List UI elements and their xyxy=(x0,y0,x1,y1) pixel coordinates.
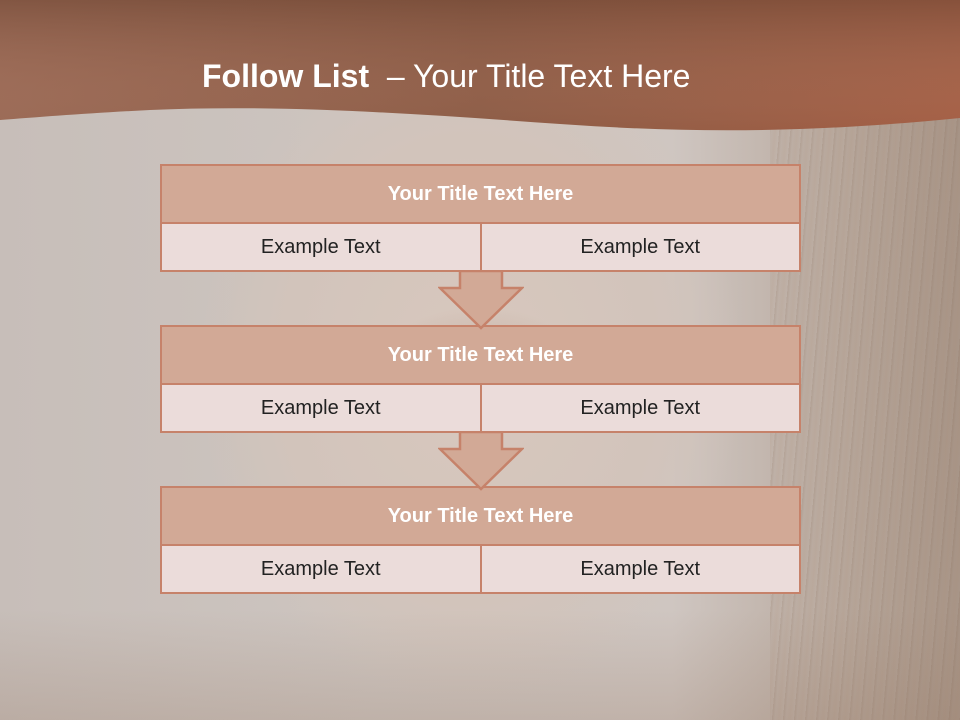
slide-title: Follow List – Your Title Text Here xyxy=(202,56,690,96)
flow-step-row: Example Text Example Text xyxy=(162,224,799,270)
flow-step-title: Your Title Text Here xyxy=(162,166,799,222)
flow-step-cell-right: Example Text xyxy=(481,385,799,431)
down-arrow-icon xyxy=(438,270,524,330)
flow-step-cell-right: Example Text xyxy=(481,224,799,270)
flow-step-cell-left: Example Text xyxy=(162,224,480,270)
background-hair-texture xyxy=(770,110,960,720)
flow-step-title: Your Title Text Here xyxy=(162,488,799,544)
flow-step-1: Your Title Text Here Example Text Exampl… xyxy=(160,164,801,272)
flow-step-title: Your Title Text Here xyxy=(162,327,799,383)
flow-step-cell-right: Example Text xyxy=(481,546,799,592)
down-arrow-icon xyxy=(438,431,524,491)
background-hair-shadow xyxy=(0,610,960,720)
slide-title-main: Follow List xyxy=(202,58,370,94)
flow-step-2: Your Title Text Here Example Text Exampl… xyxy=(160,325,801,433)
flow-step-cell-left: Example Text xyxy=(162,546,480,592)
flow-step-row: Example Text Example Text xyxy=(162,385,799,431)
flow-step-cell-left: Example Text xyxy=(162,385,480,431)
flow-step-row: Example Text Example Text xyxy=(162,546,799,592)
header-band xyxy=(0,0,960,131)
slide-title-subtitle: – Your Title Text Here xyxy=(386,58,691,94)
flow-step-3: Your Title Text Here Example Text Exampl… xyxy=(160,486,801,594)
